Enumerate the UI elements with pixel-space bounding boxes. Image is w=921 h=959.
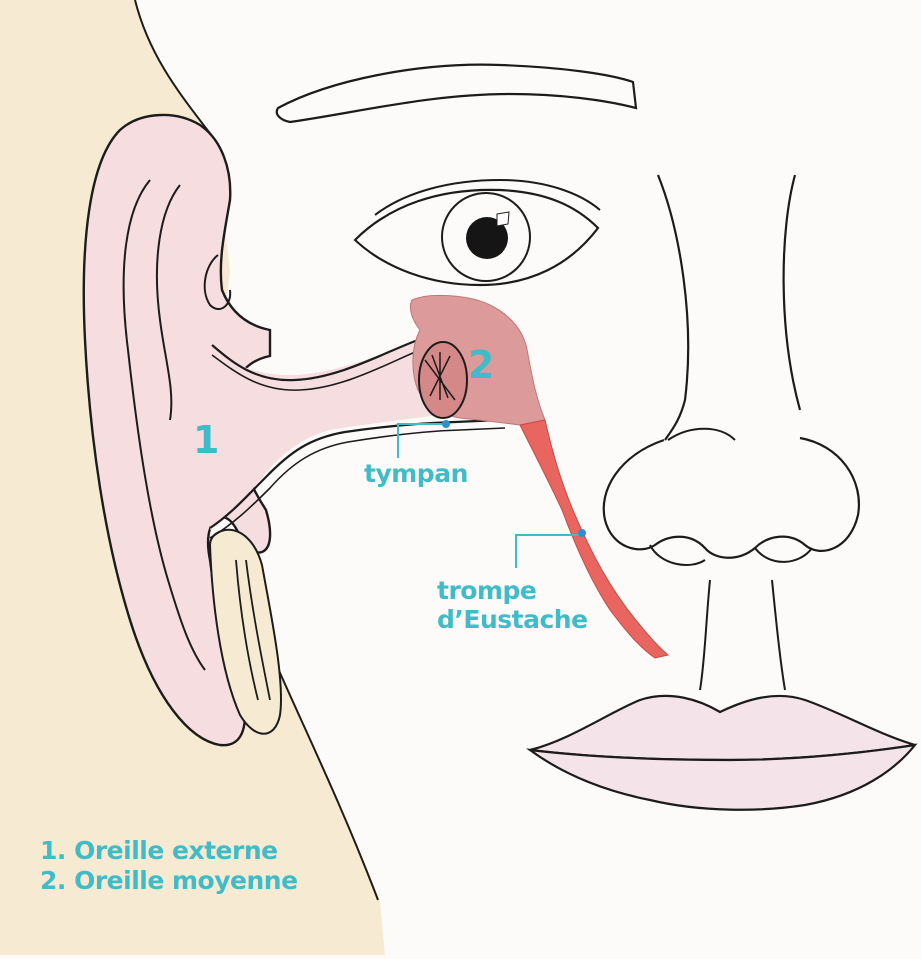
eustache-pointer-dot [578,529,586,537]
label-tympan: tympan [364,459,468,488]
label-trompe-line1: trompe [437,576,588,605]
tympanic-membrane [419,342,467,418]
tympan-pointer-dot [442,420,450,428]
label-trompe-line2: d’Eustache [437,605,588,634]
label-region-1: 1 [193,418,219,462]
label-eustachian-tube: trompe d’Eustache [437,576,588,634]
legend-item-middle-ear: 2. Oreille moyenne [40,866,298,896]
legend-item-outer-ear: 1. Oreille externe [40,836,298,866]
eye-highlight [497,212,509,226]
legend: 1. Oreille externe 2. Oreille moyenne [40,836,298,896]
label-region-2: 2 [468,343,494,387]
